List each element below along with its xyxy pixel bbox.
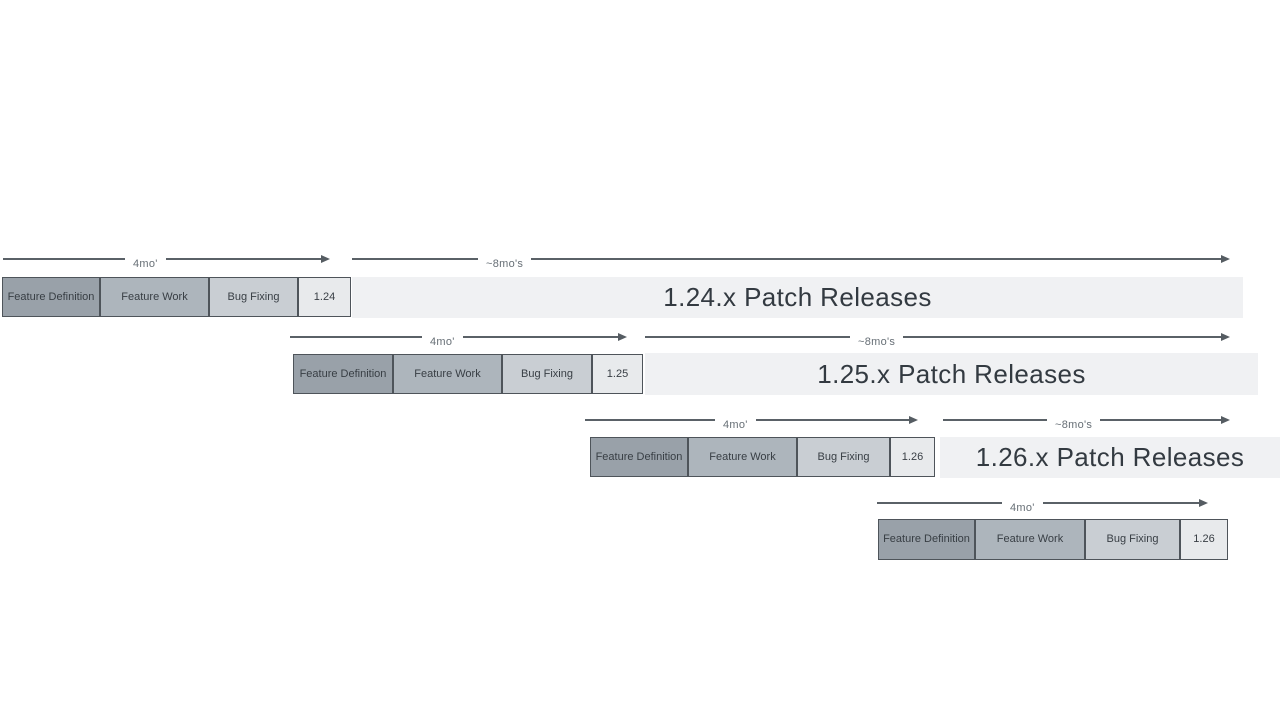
arrow-line-segment [943,419,1047,421]
phase-box-feature-definition: Feature Definition [590,437,688,477]
version-label: 1.26 [1193,533,1215,546]
patch-duration-arrow: ~8mo's [645,329,1230,348]
arrowhead-icon [1221,255,1230,263]
patch-releases-bar: 1.25.x Patch Releases [645,353,1258,395]
arrow-line-segment [165,258,321,260]
version-label: 1.24 [313,290,336,303]
phase-box-feature-work: Feature Work [100,277,209,317]
phase-label: Feature Work [414,367,481,380]
dev-duration-label: 4mo' [1010,502,1035,514]
arrow-line-segment [531,258,1221,260]
dev-duration-label: 4mo' [723,419,748,431]
arrowhead-icon [321,255,330,263]
arrowhead-icon [1221,416,1230,424]
patch-duration-label: ~8mo's [1055,419,1093,431]
arrowhead-icon [1199,499,1208,507]
phase-box-feature-work: Feature Work [393,354,502,394]
patch-duration-label: ~8mo's [858,336,896,348]
phase-box-feature-work: Feature Work [975,519,1085,560]
patch-duration-label: ~8mo's [486,258,524,270]
patch-duration-arrow: ~8mo's [943,412,1230,431]
arrow-line-segment [877,502,1002,504]
version-label: 1.25 [606,367,629,380]
arrowhead-icon [1221,333,1230,341]
patch-releases-label: 1.26.x Patch Releases [975,442,1245,472]
version-box: 1.25 [592,354,643,394]
phase-label: Feature Work [121,290,188,303]
version-label: 1.26 [901,450,924,463]
phase-label: Feature Definition [7,290,95,303]
patch-releases-label: 1.25.x Patch Releases [817,358,1086,389]
phase-box-feature-definition: Feature Definition [878,519,975,560]
patch-releases-label: 1.24.x Patch Releases [663,282,932,312]
phase-label: Feature Definition [595,450,683,463]
phase-box-feature-definition: Feature Definition [2,277,100,317]
phase-label: Bug Fixing [227,290,280,303]
arrow-line-segment [585,419,715,421]
arrowhead-icon [618,333,627,341]
phase-box-bug-fixing: Bug Fixing [1085,519,1180,560]
arrow-line-segment [645,336,850,338]
patch-duration-arrow: ~8mo's [352,251,1230,270]
arrow-line-segment [352,258,478,260]
version-box: 1.26 [890,437,935,477]
dev-duration-label: 4mo' [430,336,455,348]
dev-duration-arrow: 4mo' [290,329,627,348]
phase-box-bug-fixing: Bug Fixing [797,437,890,477]
phase-label: Feature Definition [299,367,387,380]
dev-duration-label: 4mo' [133,258,158,270]
arrow-line-segment [290,336,422,338]
arrow-line-segment [462,336,618,338]
patch-releases-bar: 1.24.x Patch Releases [352,277,1243,318]
phase-label: Feature Definition [883,533,970,546]
dev-duration-arrow: 4mo' [877,495,1208,514]
phase-label: Feature Work [709,450,776,463]
phase-box-bug-fixing: Bug Fixing [209,277,298,317]
arrow-line-segment [1100,419,1221,421]
arrow-line-segment [3,258,125,260]
phase-label: Bug Fixing [1106,533,1159,546]
phase-label: Bug Fixing [817,450,870,463]
phase-box-feature-work: Feature Work [688,437,797,477]
phase-box-feature-definition: Feature Definition [293,354,393,394]
phase-box-bug-fixing: Bug Fixing [502,354,592,394]
arrow-line-segment [1042,502,1199,504]
arrow-line-segment [903,336,1221,338]
dev-duration-arrow: 4mo' [3,251,330,270]
arrowhead-icon [909,416,918,424]
phase-label: Feature Work [996,533,1064,546]
patch-releases-bar: 1.26.x Patch Releases [940,437,1280,478]
arrow-line-segment [755,419,909,421]
phase-label: Bug Fixing [521,367,573,380]
version-box: 1.26 [1180,519,1228,560]
version-box: 1.24 [298,277,351,317]
dev-duration-arrow: 4mo' [585,412,918,431]
